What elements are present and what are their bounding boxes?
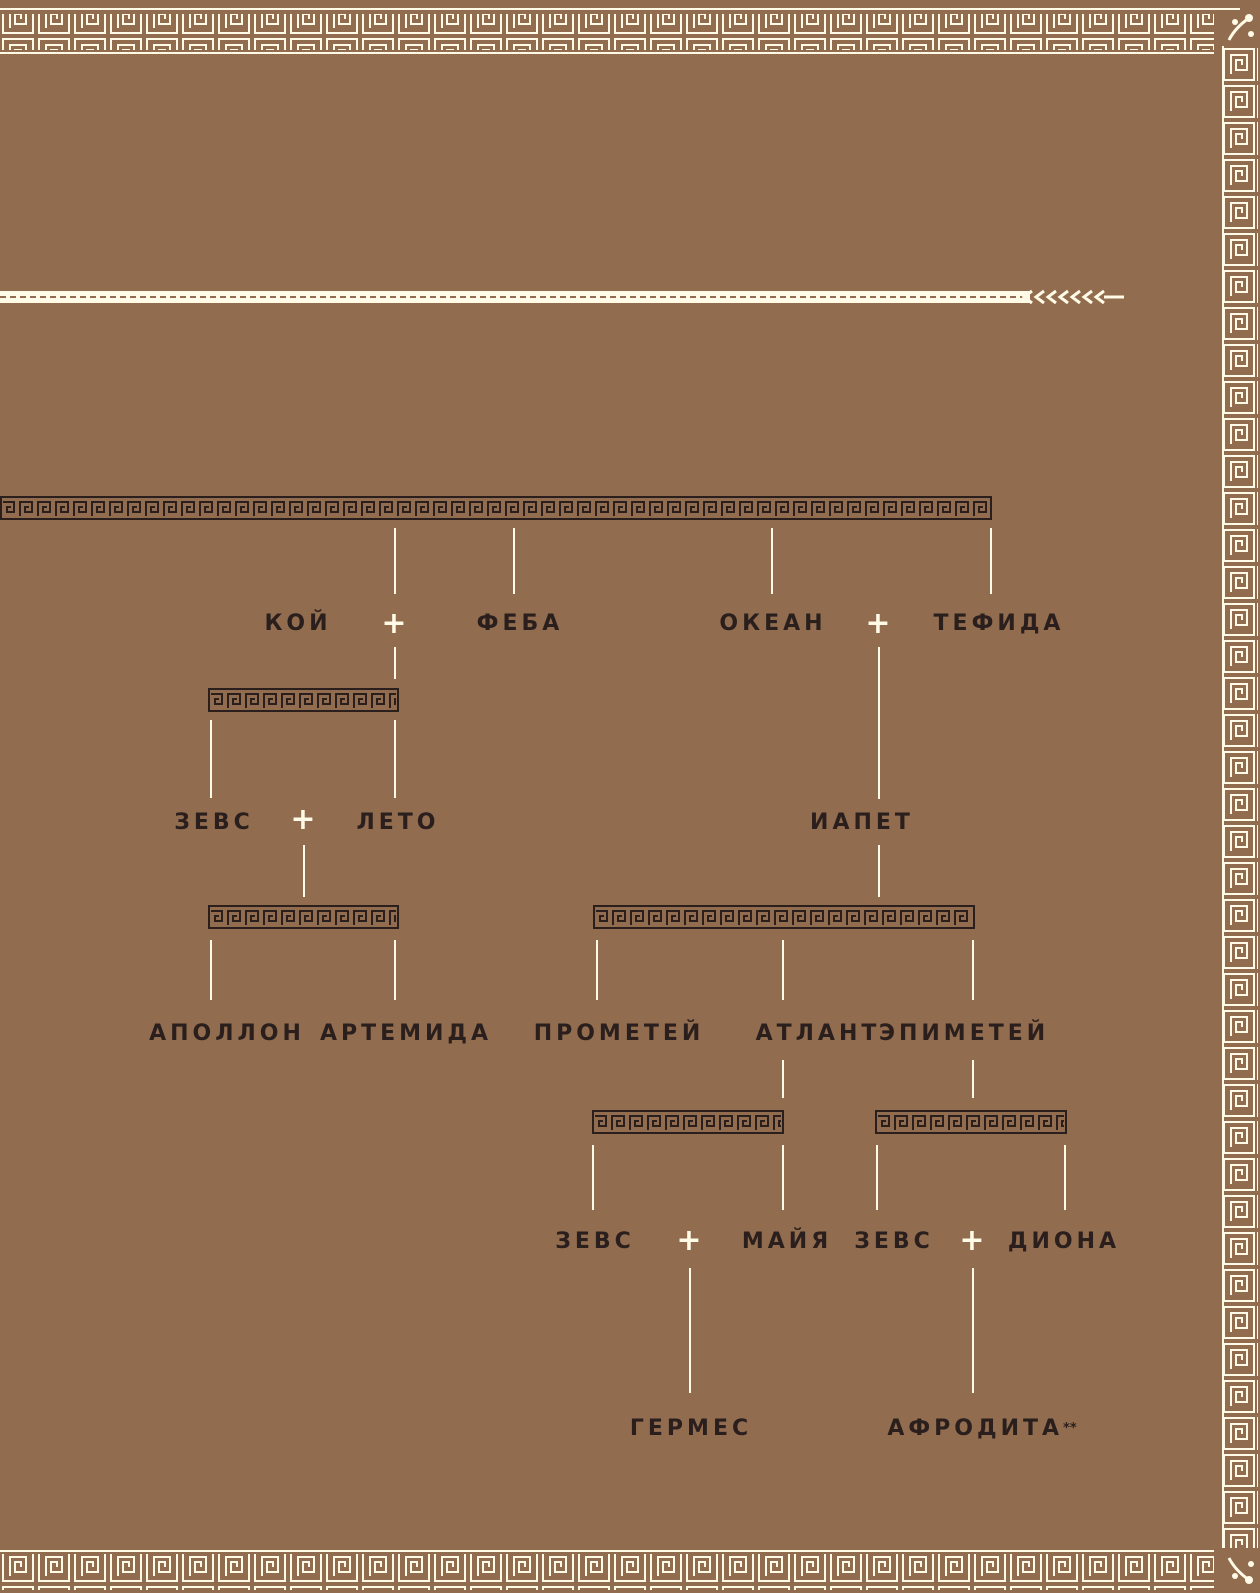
connector-line (972, 940, 974, 1000)
rope-arrow-divider (0, 288, 1130, 306)
connector-line (394, 940, 396, 1000)
greek-key-border-bottom (0, 1548, 1240, 1593)
node-artemida: АРТЕМИДА (320, 1021, 492, 1047)
union-symbol: + (865, 609, 890, 639)
union-symbol: + (381, 609, 406, 639)
meander-bar-epimetei (875, 1110, 1067, 1134)
node-iapet: ИАПЕТ (810, 810, 914, 836)
node-leto: ЛЕТО (356, 810, 439, 836)
meander-bar-zevs-leto (208, 905, 399, 929)
node-zevs: ЗЕВС (854, 1229, 934, 1255)
connector-line (990, 528, 992, 594)
connector-line (771, 528, 773, 594)
meander-bar-atlant (592, 1110, 784, 1134)
node-afrodita: АФРОДИТА** (887, 1416, 1076, 1442)
connector-line (878, 845, 880, 897)
node-feba: ФЕБА (477, 611, 564, 637)
meander-bar-top (0, 496, 992, 520)
node-zevs: ЗЕВС (174, 810, 254, 836)
footnote-mark: ** (1063, 1421, 1077, 1436)
node-afrodita-label: АФРОДИТА (887, 1416, 1063, 1441)
union-symbol: + (290, 805, 315, 835)
node-tefida: ТЕФИДА (934, 611, 1065, 637)
connector-line (782, 1145, 784, 1210)
connector-line (394, 720, 396, 798)
node-epimetei: ЭПИМЕТЕЙ (879, 1021, 1049, 1047)
connector-line (513, 528, 515, 594)
union-symbol: + (676, 1226, 701, 1256)
connector-line (596, 940, 598, 1000)
connector-line (876, 1145, 878, 1210)
connector-line (592, 1145, 594, 1210)
connector-line (689, 1268, 691, 1393)
connector-line (972, 1060, 974, 1098)
node-prometei: ПРОМЕТЕЙ (534, 1021, 705, 1047)
connector-line (210, 720, 212, 798)
node-zevs: ЗЕВС (555, 1229, 635, 1255)
greek-key-border-right (1222, 46, 1260, 1548)
connector-line (972, 1268, 974, 1393)
connector-line (210, 940, 212, 1000)
node-apollon: АПОЛЛОН (149, 1021, 305, 1047)
union-symbol: + (959, 1226, 984, 1256)
connector-line (394, 647, 396, 679)
corner-ornament-icon (1225, 10, 1257, 46)
connector-line (782, 940, 784, 1000)
connector-line (878, 647, 880, 799)
connector-line (394, 528, 396, 594)
greek-key-border-top (0, 0, 1240, 56)
meander-bar-koi-leto (208, 688, 399, 712)
connector-line (303, 845, 305, 897)
node-diona: ДИОНА (1008, 1229, 1120, 1255)
meander-bar-iapet (593, 905, 975, 929)
node-koi: КОЙ (264, 611, 331, 637)
node-germes: ГЕРМЕС (630, 1416, 752, 1442)
node-okean: ОКЕАН (719, 611, 826, 637)
node-maiya: МАЙЯ (742, 1229, 832, 1255)
connector-line (782, 1060, 784, 1098)
connector-line (1064, 1145, 1066, 1210)
corner-ornament-icon (1225, 1552, 1257, 1588)
node-atlant: АТЛАНТ (756, 1021, 881, 1047)
